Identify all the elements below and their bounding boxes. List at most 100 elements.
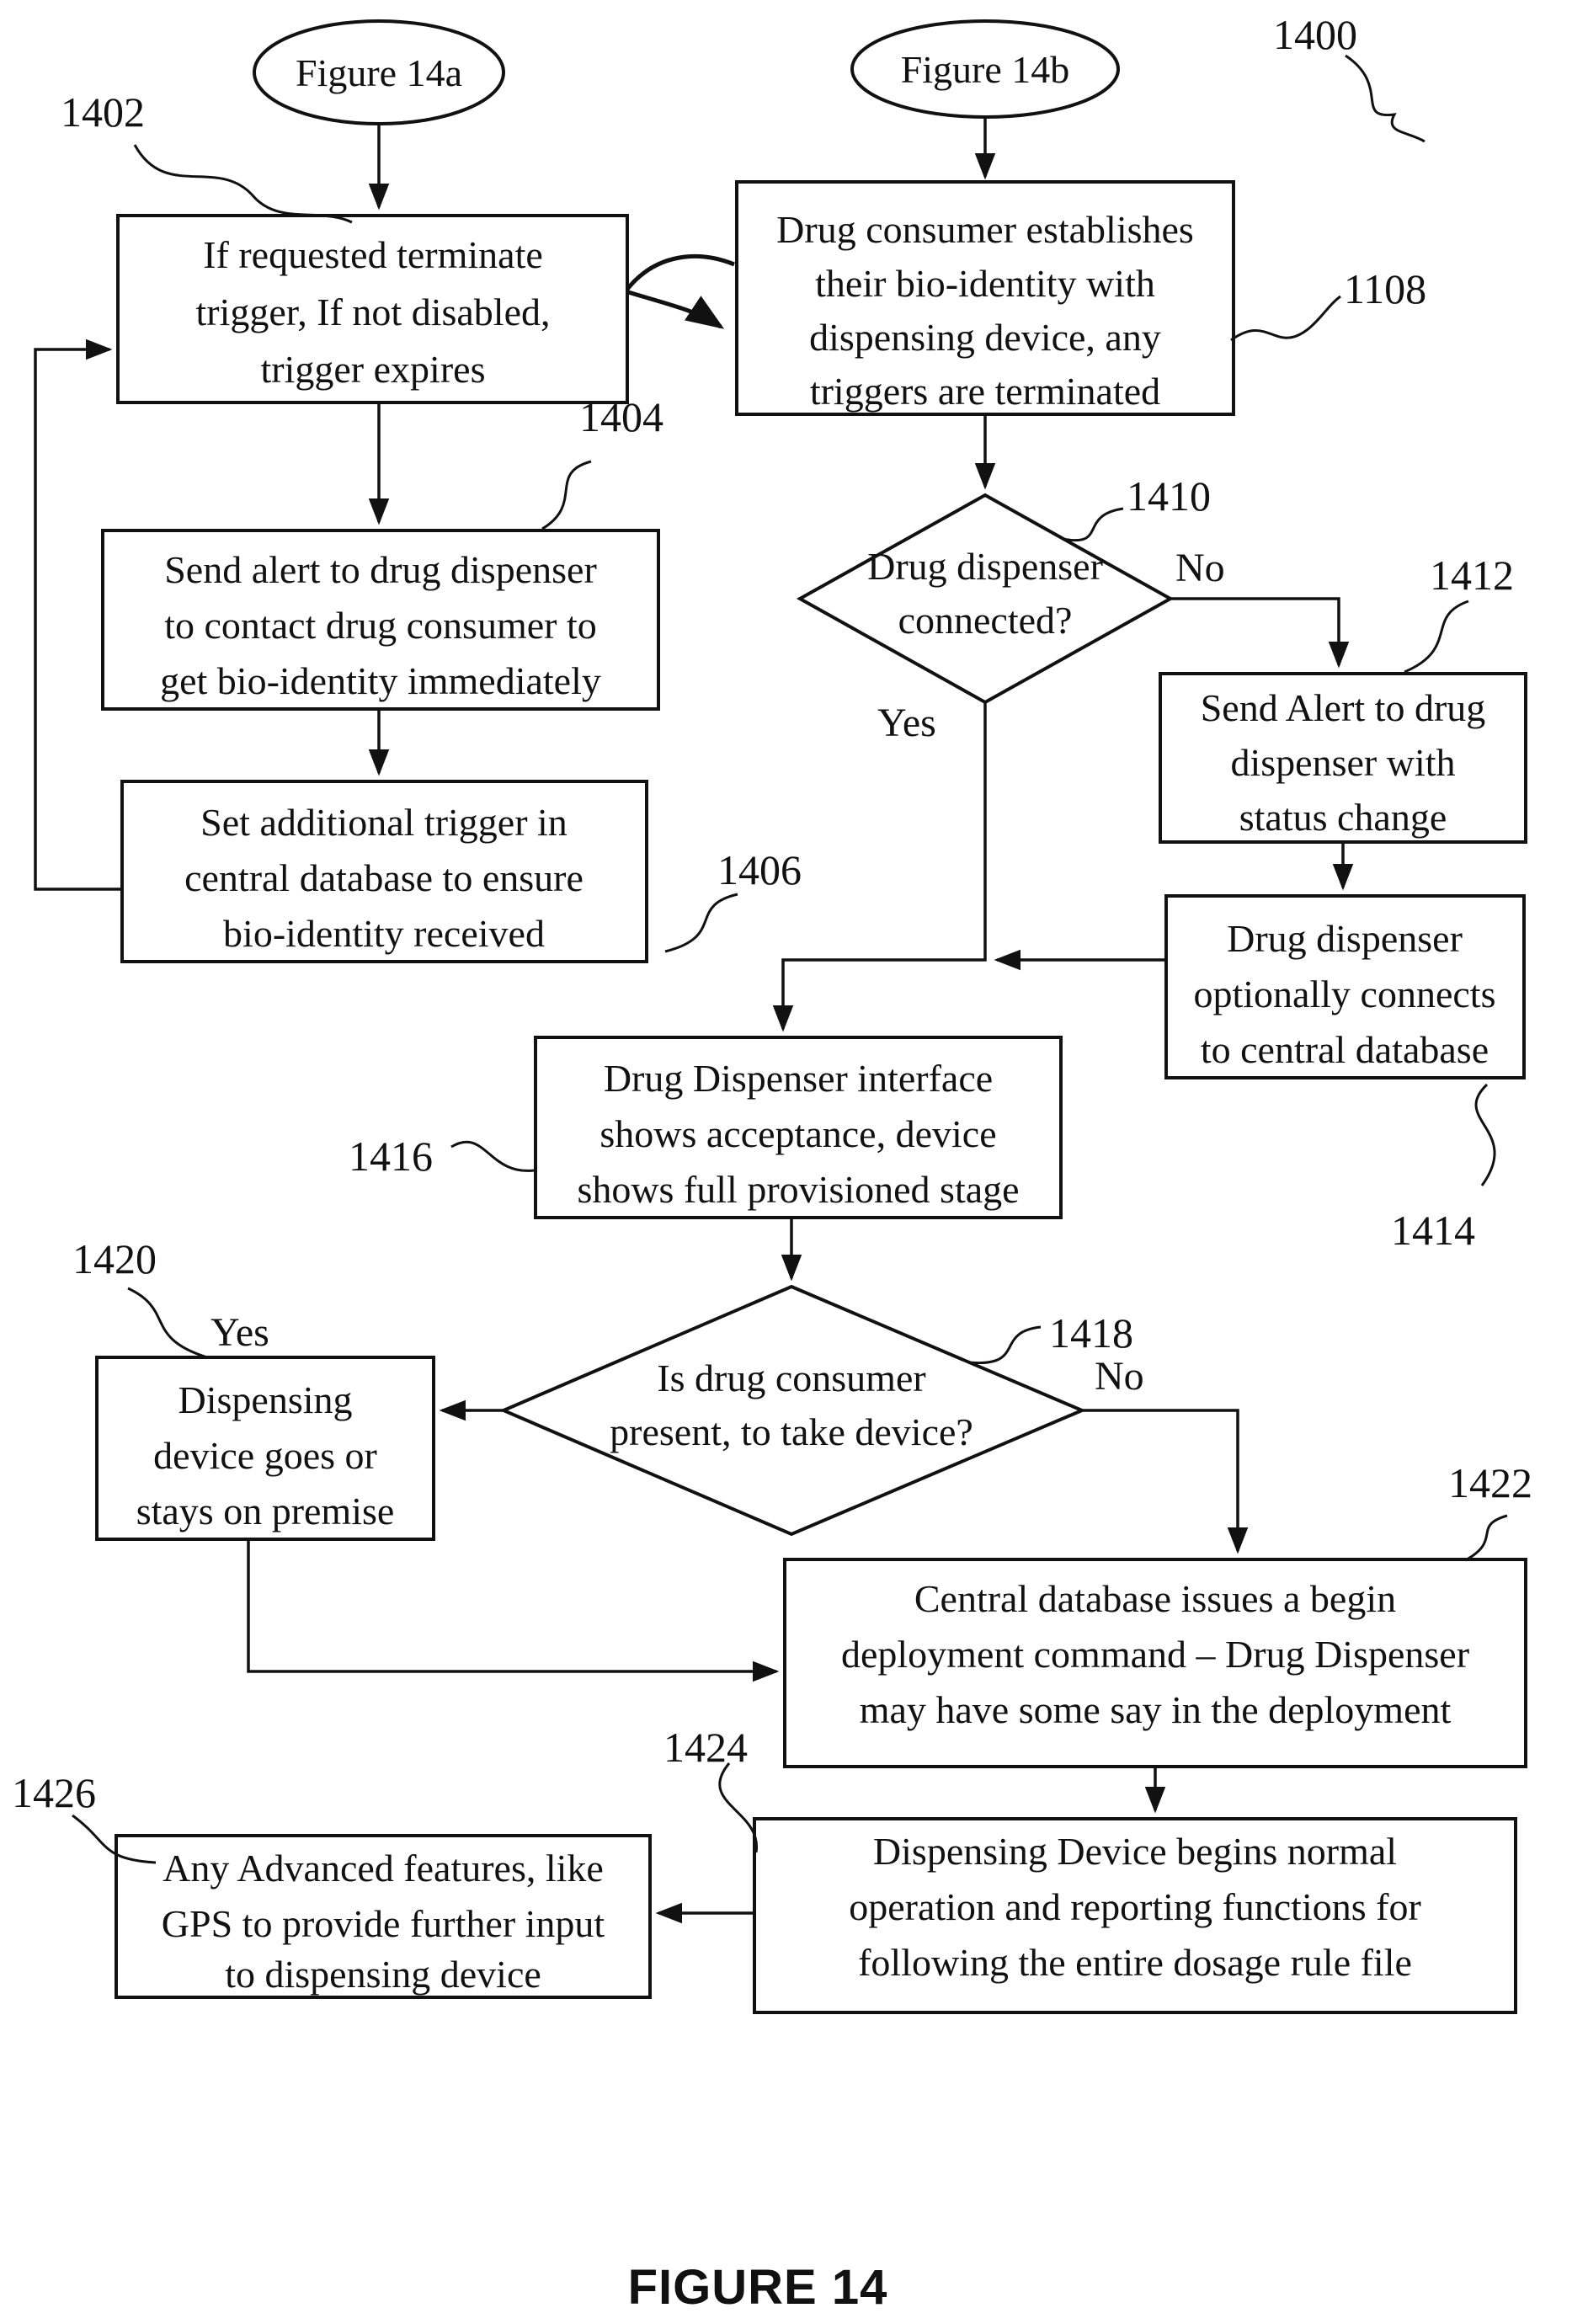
process-text-line: to central database bbox=[1201, 1028, 1489, 1071]
branch-label-1410-no: No bbox=[1175, 546, 1225, 590]
process-rect bbox=[1159, 672, 1527, 844]
process-text-line: device goes or bbox=[153, 1434, 377, 1477]
process-text-line: Drug Dispenser interface bbox=[604, 1057, 993, 1100]
process-box-1412: Send Alert to drug dispenser with status… bbox=[1159, 672, 1527, 844]
terminator-figure-14a: Figure 14a bbox=[253, 19, 505, 125]
curved-connector-bottom-arc bbox=[625, 289, 725, 329]
ref-label-1426: 1426 bbox=[12, 1769, 96, 1816]
arrow-1410-no-to-1412 bbox=[1170, 597, 1350, 669]
process-text-line: Central database issues a begin bbox=[914, 1577, 1396, 1620]
arrow-1418-no-to-1422 bbox=[1082, 1409, 1249, 1554]
process-box-1420: Dispensing device goes or stays on premi… bbox=[95, 1356, 435, 1541]
ref-label-1406: 1406 bbox=[717, 846, 802, 893]
ref-label-1400: 1400 bbox=[1273, 11, 1357, 58]
ref-leader-1414 bbox=[1474, 1083, 1496, 1186]
process-text-line: Drug consumer establishes bbox=[776, 208, 1194, 251]
process-rect bbox=[1164, 894, 1526, 1079]
process-text-line: optionally connects bbox=[1194, 973, 1496, 1015]
process-text-line: to contact drug consumer to bbox=[164, 604, 597, 647]
process-text-line: following the entire dosage rule file bbox=[858, 1941, 1412, 1984]
ref-leader-1410 bbox=[1062, 507, 1124, 541]
process-box-1108: Drug consumer establishes their bio-iden… bbox=[735, 180, 1235, 416]
process-box-1414: Drug dispenser optionally connects to ce… bbox=[1164, 894, 1526, 1079]
process-text-line: dispensing device, any bbox=[809, 316, 1161, 359]
figure-caption: FIGURE 14 bbox=[628, 2260, 888, 2315]
ref-label-1108: 1108 bbox=[1344, 265, 1426, 312]
decision-text-line: Drug dispenser bbox=[867, 545, 1103, 588]
ref-label-1410: 1410 bbox=[1127, 472, 1211, 520]
curved-connector-top-arc bbox=[624, 254, 735, 293]
process-text-line: central database to ensure bbox=[184, 856, 584, 899]
process-rect bbox=[95, 1356, 435, 1541]
ref-label-1412: 1412 bbox=[1430, 552, 1514, 599]
ref-leader-1422 bbox=[1466, 1514, 1508, 1561]
ref-leader-1426 bbox=[72, 1814, 157, 1864]
decision-shape bbox=[498, 1284, 1087, 1537]
terminator-label: Figure 14b bbox=[901, 48, 1070, 91]
ref-label-1404: 1404 bbox=[579, 393, 663, 440]
process-text-line: get bio-identity immediately bbox=[160, 659, 601, 702]
branch-label-1418-no: No bbox=[1095, 1354, 1144, 1399]
process-text-line: shows full provisioned stage bbox=[577, 1168, 1019, 1211]
ref-label-1418: 1418 bbox=[1049, 1309, 1133, 1357]
ref-label-1422: 1422 bbox=[1448, 1459, 1532, 1506]
process-text-line: to dispensing device bbox=[225, 1953, 541, 1996]
process-box-1404: Send alert to drug dispenser to contact … bbox=[101, 529, 660, 711]
process-text-line: operation and reporting functions for bbox=[849, 1885, 1421, 1928]
arrow-1410-yes-to-1416 bbox=[772, 702, 987, 1032]
process-text-line: GPS to provide further input bbox=[162, 1902, 605, 1945]
process-rect bbox=[120, 780, 648, 963]
process-box-1422: Central database issues a begin deployme… bbox=[783, 1558, 1527, 1768]
ref-label-1424: 1424 bbox=[663, 1724, 748, 1771]
process-box-1424: Dispensing Device begins normal operatio… bbox=[753, 1817, 1517, 2014]
process-box-1406: Set additional trigger in central databa… bbox=[120, 780, 648, 963]
decision-text-line: Is drug consumer bbox=[657, 1357, 925, 1399]
ref-leader-1420 bbox=[127, 1287, 208, 1359]
process-text-line: shows acceptance, device bbox=[599, 1112, 996, 1155]
process-text-line: trigger expires bbox=[261, 348, 486, 391]
process-rect bbox=[534, 1036, 1063, 1219]
decision-diamond-1418: Is drug consumer present, to take device… bbox=[498, 1284, 1087, 1537]
arrow-1406-loop-to-1402 bbox=[34, 338, 122, 891]
process-text-line: their bio-identity with bbox=[815, 262, 1155, 305]
terminator-label: Figure 14a bbox=[296, 51, 462, 94]
ref-leader-1418 bbox=[967, 1325, 1042, 1365]
ref-leader-1402 bbox=[133, 144, 353, 224]
ref-leader-1424 bbox=[718, 1762, 758, 1853]
ref-leader-1416 bbox=[450, 1140, 535, 1172]
decision-diamond-1410: Drug dispenser connected? bbox=[796, 493, 1175, 705]
process-rect bbox=[783, 1558, 1527, 1768]
process-box-1416: Drug Dispenser interface shows acceptanc… bbox=[534, 1036, 1063, 1219]
decision-text-line: present, to take device? bbox=[610, 1410, 973, 1453]
process-rect bbox=[753, 1817, 1517, 2014]
process-text-line: Drug dispenser bbox=[1227, 917, 1463, 960]
terminator-figure-14b: Figure 14b bbox=[850, 19, 1120, 119]
process-text-line: dispenser with bbox=[1230, 741, 1455, 784]
process-text-line: Any Advanced features, like bbox=[163, 1847, 604, 1890]
decision-shape bbox=[796, 493, 1175, 705]
ref-label-1420: 1420 bbox=[72, 1235, 157, 1282]
process-text-line: stays on premise bbox=[136, 1490, 395, 1532]
process-box-1402: If requested terminate trigger, If not d… bbox=[116, 214, 629, 404]
process-text-line: Dispensing Device begins normal bbox=[873, 1830, 1397, 1873]
branch-label-1410-yes: Yes bbox=[877, 701, 936, 745]
ref-leader-1404 bbox=[541, 460, 592, 530]
process-rect bbox=[101, 529, 660, 711]
decision-text-line: connected? bbox=[898, 599, 1073, 642]
branch-label-1418-yes: Yes bbox=[210, 1310, 269, 1355]
process-rect bbox=[116, 214, 629, 404]
process-box-1426: Any Advanced features, like GPS to provi… bbox=[115, 1834, 652, 1999]
process-text-line: triggers are terminated bbox=[810, 370, 1160, 413]
process-text-line: If requested terminate bbox=[203, 233, 543, 276]
process-text-line: Dispensing bbox=[179, 1378, 353, 1421]
process-text-line: Send Alert to drug bbox=[1201, 686, 1486, 729]
process-text-line: bio-identity received bbox=[223, 912, 545, 955]
ref-leader-1400 bbox=[1345, 54, 1425, 143]
process-text-line: may have some say in the deployment bbox=[860, 1688, 1452, 1731]
process-text-line: deployment command – Drug Dispenser bbox=[841, 1633, 1469, 1676]
ref-leader-1412 bbox=[1404, 600, 1469, 674]
ref-label-1416: 1416 bbox=[349, 1133, 433, 1180]
process-text-line: Set additional trigger in bbox=[200, 801, 568, 844]
process-text-line: trigger, If not disabled, bbox=[196, 290, 551, 333]
